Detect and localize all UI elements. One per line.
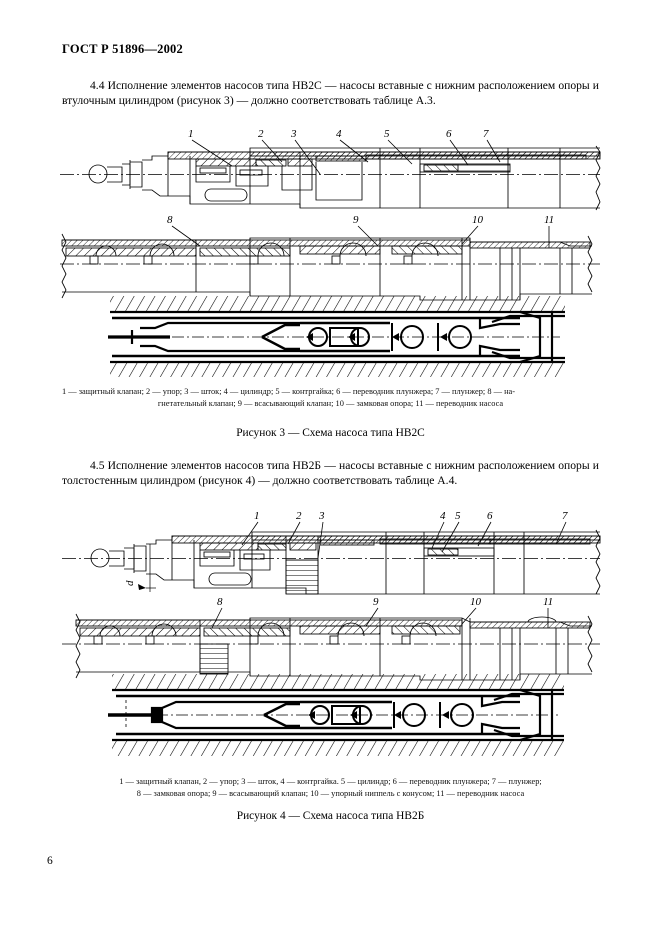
fig4-callout-labels-row2: 8 9 10 11 xyxy=(217,596,553,608)
callout-4: 4 xyxy=(440,510,446,522)
standard-header: ГОСТ Р 51896—2002 xyxy=(62,42,183,56)
callout-7: 7 xyxy=(562,510,568,522)
figure-4-legend: 1 — защитный клапан, 2 — упор; 3 — шток,… xyxy=(62,776,599,799)
fig3-row2-assembly xyxy=(60,225,600,301)
callout-3: 3 xyxy=(290,128,297,140)
fig3-callout-labels-row1: 1 2 3 4 5 6 7 xyxy=(188,128,489,140)
callout-6: 6 xyxy=(446,128,452,140)
callout-10: 10 xyxy=(472,214,484,226)
fig4-callout-labels-row1: 1 2 3 4 5 6 7 xyxy=(254,510,568,522)
callout-5: 5 xyxy=(384,128,390,140)
callout-9: 9 xyxy=(353,214,359,226)
figure-3-legend: 1 — защитный клапан; 2 — упор; 3 — шток;… xyxy=(62,386,599,409)
paragraph-4-5: 4.5 Исполнение элементов насосов типа НВ… xyxy=(62,459,599,488)
page-number: 6 xyxy=(47,855,53,867)
callout-11: 11 xyxy=(543,596,553,608)
callout-1: 1 xyxy=(254,510,260,522)
figure-3-title: Рисунок 3 — Схема насоса типа НВ2С xyxy=(236,427,425,439)
fig3-row1-assembly xyxy=(60,139,601,211)
paragraph-4-4: 4.4 Исполнение элементов насосов типа НВ… xyxy=(62,79,599,108)
callout-1: 1 xyxy=(188,128,194,140)
fig4-row1-assembly xyxy=(62,521,601,595)
callout-5: 5 xyxy=(455,510,461,522)
callout-7: 7 xyxy=(483,128,489,140)
callout-11: 11 xyxy=(544,214,554,226)
fig3-row3-well-schematic xyxy=(108,296,565,377)
callout-3: 3 xyxy=(318,510,325,522)
callout-8: 8 xyxy=(167,214,173,226)
figure-4-legend-line-1: 1 — защитный клапан, 2 — упор; 3 — шток,… xyxy=(119,777,542,786)
callout-9: 9 xyxy=(373,596,379,608)
callout-2: 2 xyxy=(296,510,302,522)
callout-4: 4 xyxy=(336,128,342,140)
callout-2: 2 xyxy=(258,128,264,140)
callout-8: 8 xyxy=(217,596,223,608)
figure-3-legend-line-1: 1 — защитный клапан; 2 — упор; 3 — шток;… xyxy=(62,387,516,396)
figure-4-title: Рисунок 4 — Схема насоса типа НВ2Б xyxy=(236,810,425,822)
fig4-row2-assembly xyxy=(62,607,600,681)
figure-4-legend-line-2: 8 — замковая опора; 9 — всасывающий клап… xyxy=(136,788,525,798)
dimension-label-d: d xyxy=(124,580,136,586)
figure-4-pump-nv2b: d 1 2 3 4 5 6 7 xyxy=(0,500,661,762)
figure-3-legend-line-2: гнетательный клапан; 9 — всасывающий кла… xyxy=(157,398,504,408)
callout-6: 6 xyxy=(487,510,493,522)
figure-3-pump-nv2s: 1 2 3 4 5 6 7 xyxy=(0,112,661,377)
fig3-callout-labels-row2: 8 9 10 11 xyxy=(167,214,554,226)
fig4-row3-well-schematic xyxy=(108,674,564,756)
callout-10: 10 xyxy=(470,596,482,608)
